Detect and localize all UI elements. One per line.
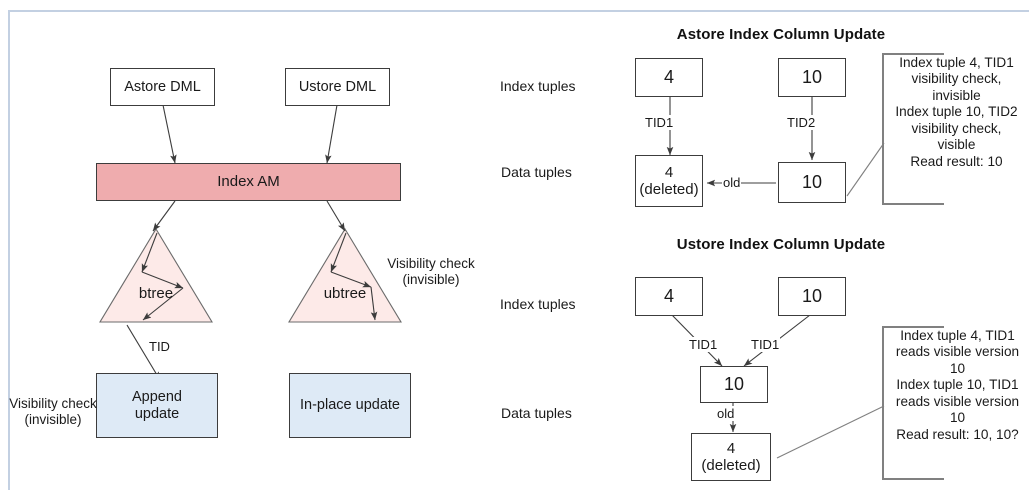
tid-edge-label: TID [148, 339, 171, 354]
append-update-box[interactable]: Append update [96, 373, 218, 438]
row-label-data-tuples-astore: Data tuples [501, 164, 572, 180]
row-label-index-tuples-astore: Index tuples [500, 78, 576, 94]
ustore-old-version-label: old [716, 406, 736, 421]
visibility-check-note-left: Visibility check (invisible) [9, 396, 97, 428]
visibility-check-note-right: Visibility check (invisible) [387, 256, 475, 288]
astore-tid2-label: TID2 [786, 115, 817, 130]
ubtree-label: ubtree [323, 285, 367, 302]
ustore-tid1-label-right: TID1 [750, 337, 781, 352]
leader-astore-annotation [846, 142, 885, 197]
leader-ustore-annotation [776, 405, 885, 459]
astore-tid1-label: TID1 [644, 115, 675, 130]
row-label-data-tuples-ustore: Data tuples [501, 405, 572, 421]
astore-section-title: Astore Index Column Update [676, 26, 886, 43]
ubtree-search-path-1 [330, 232, 347, 273]
ustore-data-tuple-10[interactable]: 10 [700, 366, 768, 403]
astore-annotation: Index tuple 4, TID1 visibility check, in… [882, 53, 1026, 205]
ustore-dml-box[interactable]: Ustore DML [285, 68, 390, 106]
astore-old-version-label: old [722, 175, 742, 190]
btree-triangle [99, 227, 213, 323]
ustore-tid1-label-left: TID1 [688, 337, 719, 352]
index-am-bar[interactable]: Index AM [96, 163, 401, 201]
arrow-ustore-to-indexam [325, 104, 338, 164]
astore-dml-box[interactable]: Astore DML [110, 68, 215, 106]
astore-data-tuple-10[interactable]: 10 [778, 162, 846, 203]
btree-search-path-1 [141, 232, 158, 273]
astore-index-tuple-4[interactable]: 4 [635, 58, 703, 97]
ustore-section-title: Ustore Index Column Update [676, 236, 886, 253]
astore-data-tuple-4-deleted[interactable]: 4 (deleted) [635, 155, 703, 207]
arrow-indexam-to-ubtree [326, 200, 346, 232]
ustore-index-tuple-4[interactable]: 4 [635, 277, 703, 316]
in-place-update-box[interactable]: In-place update [289, 373, 411, 438]
astore-index-tuple-10[interactable]: 10 [778, 58, 846, 97]
btree-label: btree [138, 285, 174, 302]
ustore-data-tuple-4-deleted[interactable]: 4 (deleted) [691, 433, 771, 481]
arrow-astore-to-indexam [162, 104, 177, 164]
row-label-index-tuples-ustore: Index tuples [500, 296, 576, 312]
arrow-indexam-to-btree [152, 200, 176, 232]
ustore-annotation: Index tuple 4, TID1 reads visible versio… [882, 326, 1028, 480]
ustore-index-tuple-10[interactable]: 10 [778, 277, 846, 316]
